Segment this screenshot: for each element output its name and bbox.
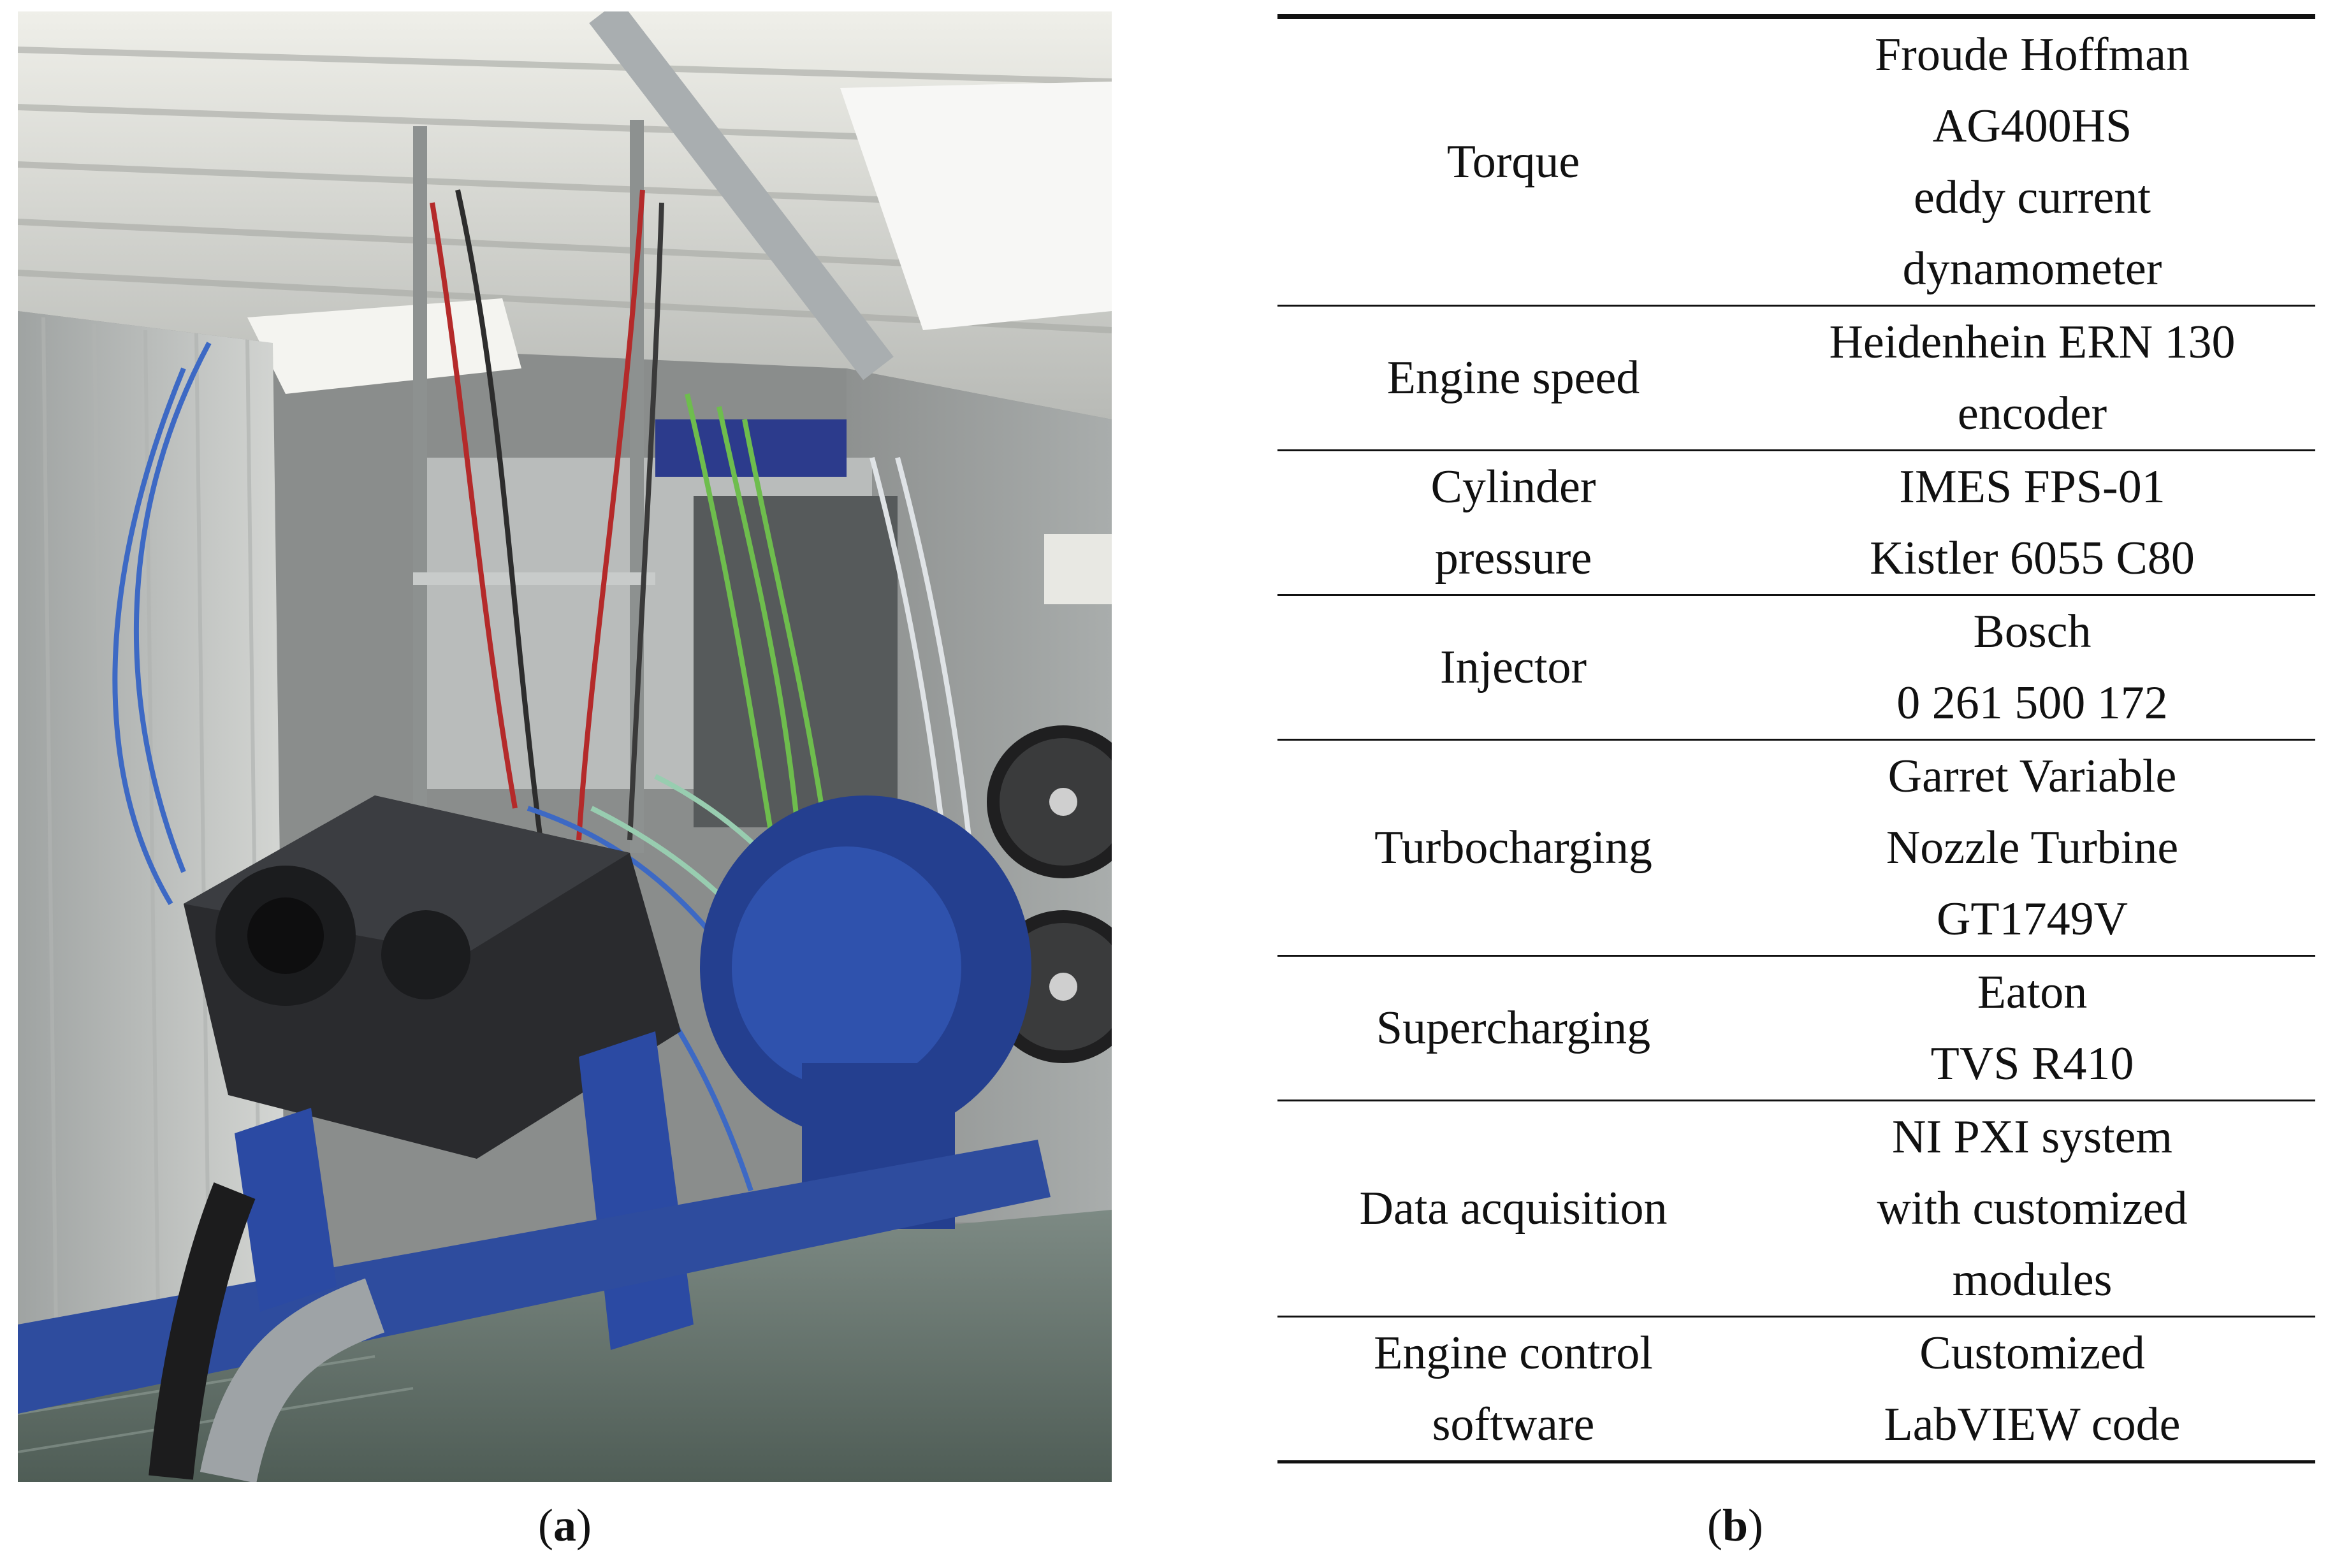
table-row: Injector Bosch 0 261 500 172 [1277, 595, 2315, 740]
row-label: Data acquisition [1359, 1182, 1668, 1235]
row-value: Garret Variable Nozzle Turbine GT1749V [1886, 750, 2179, 945]
cooling-fan [987, 725, 1112, 878]
engine-test-cell-photo [18, 11, 1112, 1482]
exhaust-pipe [200, 1278, 385, 1482]
table-row: Supercharging Eaton TVS R410 [1277, 956, 2315, 1101]
row-label: Torque [1446, 136, 1580, 188]
row-value: Froude Hoffman AG400HS eddy current dyna… [1875, 29, 2190, 295]
row-label: Turbocharging [1374, 822, 1652, 874]
caption-a-letter: a [553, 1500, 576, 1551]
row-label: Cylinder pressure [1430, 461, 1596, 584]
row-label: Injector [1439, 641, 1587, 693]
ceiling-light [247, 298, 521, 394]
row-value: IMES FPS-01 Kistler 6055 C80 [1870, 461, 2195, 584]
row-label: Engine speed [1386, 352, 1640, 404]
row-value: Customized LabVIEW code [1884, 1327, 2181, 1451]
row-value: Eaton TVS R410 [1930, 966, 2134, 1090]
floor [18, 1210, 1112, 1482]
photo-illustration [18, 11, 1112, 1482]
table-row: Data acquisition NI PXI system with cust… [1277, 1101, 2315, 1317]
row-value: NI PXI system with customized modules [1877, 1111, 2188, 1306]
table-row: Turbocharging Garret Variable Nozzle Tur… [1277, 740, 2315, 956]
ceiling-light [840, 82, 1112, 330]
caption-b: (b) [1706, 1500, 1763, 1551]
overhead-pipe [589, 11, 894, 381]
row-label: Supercharging [1376, 1002, 1651, 1054]
caption-a: (a) [538, 1500, 592, 1551]
caption-b-letter: b [1722, 1500, 1749, 1551]
eddy-current-dynamometer [700, 795, 1031, 1229]
table-row: Cylinder pressure IMES FPS-01 Kistler 60… [1277, 451, 2315, 595]
row-value: Heidenhein ERN 130 encoder [1829, 316, 2236, 440]
table-row: Engine control software Customized LabVI… [1277, 1317, 2315, 1462]
equipment-spec-table: Torque Froude Hoffman AG400HS eddy curre… [1277, 14, 2315, 1463]
table-row: Engine speed Heidenhein ERN 130 encoder [1277, 306, 2315, 451]
engine-block [184, 795, 681, 1159]
row-label: Engine control software [1374, 1327, 1653, 1451]
table-row: Torque Froude Hoffman AG400HS eddy curre… [1277, 17, 2315, 306]
row-value: Bosch 0 261 500 172 [1896, 606, 2168, 729]
coolant-hose [149, 1182, 256, 1480]
